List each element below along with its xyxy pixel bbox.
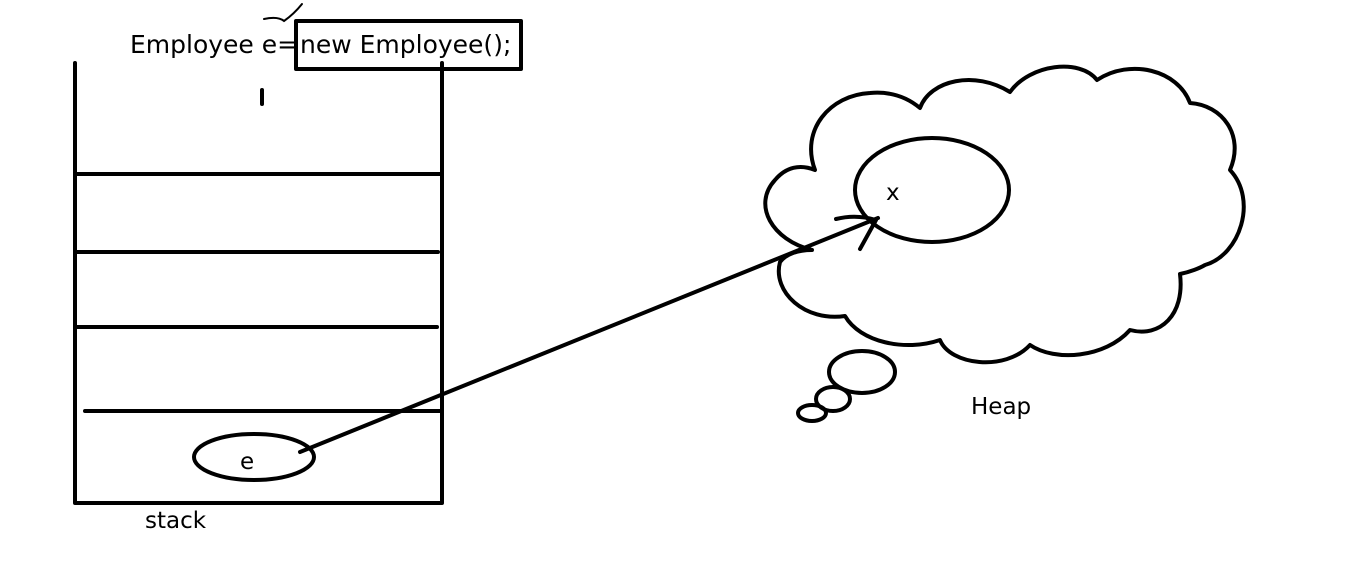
heap-cloud-outline — [763, 64, 1246, 365]
reference-arrow-line — [298, 216, 880, 454]
thought-bubble-small — [796, 403, 828, 423]
reference-arrow-head — [834, 214, 878, 251]
thought-bubble-large — [827, 349, 897, 395]
reference-arrow — [298, 214, 880, 454]
check-mark-squiggle — [263, 3, 303, 23]
heap-caption: Heap — [971, 394, 1031, 420]
heap-object-oval — [853, 136, 1011, 244]
declaration-text: Employee e= — [130, 30, 298, 59]
reference-variable-label: e — [240, 449, 254, 475]
heap-cloud: x Heap — [763, 64, 1246, 423]
instantiation-highlight-box — [294, 19, 523, 71]
thought-bubble-medium — [814, 385, 852, 413]
stack-outline — [73, 61, 444, 505]
heap-object-label: x — [886, 180, 900, 206]
reference-variable-oval — [192, 432, 316, 482]
instantiation-text: new Employee(); — [300, 30, 511, 59]
code-statement: Employee e= new Employee(); — [130, 3, 523, 71]
stack-container: e stack — [73, 61, 444, 534]
stack-caption: stack — [145, 508, 207, 534]
